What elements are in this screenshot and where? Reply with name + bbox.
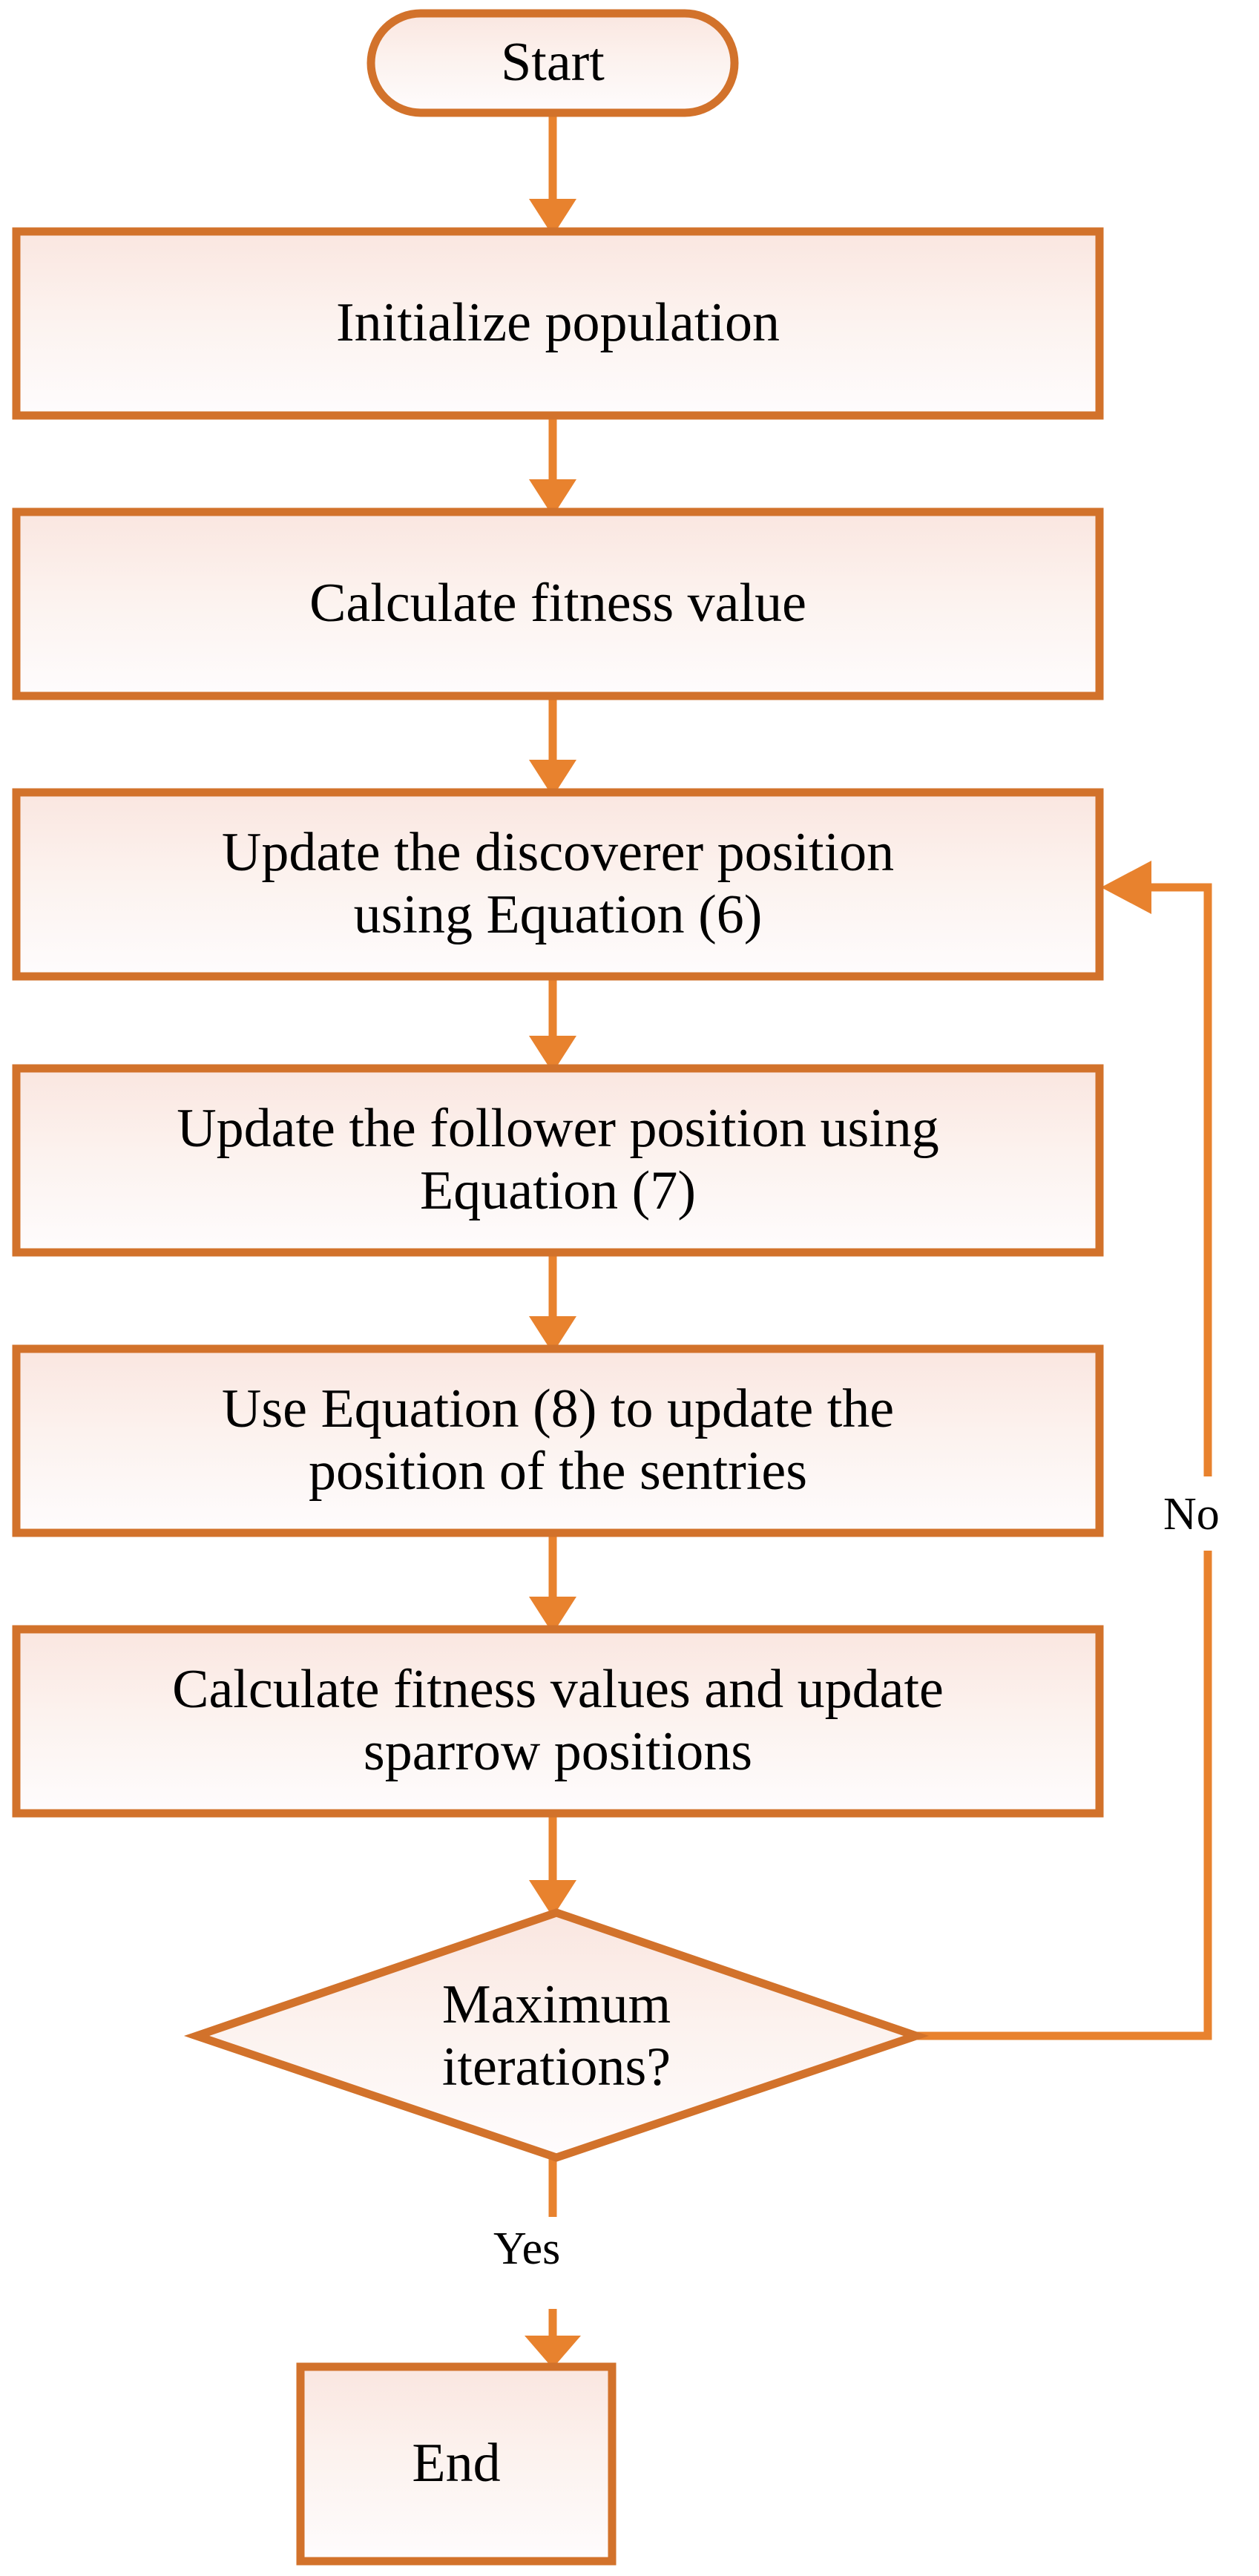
node-end[interactable] — [296, 2362, 617, 2566]
edge-discoverer-to-follower — [529, 976, 576, 1073]
edge-label-no: No — [1163, 1489, 1220, 1540]
node-calculate-fitness-value[interactable] — [12, 507, 1104, 700]
edge-sentries-to-calcupdate — [529, 1533, 576, 1634]
node-start[interactable] — [366, 9, 739, 117]
node-calculate-and-update-sparrows[interactable] — [12, 1625, 1104, 1818]
edge-calcupdate-to-decision — [529, 1813, 576, 1917]
node-update-discoverer-position[interactable] — [12, 788, 1104, 981]
edge-start-to-init — [529, 113, 576, 236]
node-update-sentries-position[interactable] — [12, 1344, 1104, 1537]
edge-calc-to-discoverer — [529, 696, 576, 797]
edge-label-yes: Yes — [493, 2224, 561, 2274]
edge-follower-to-sentries — [529, 1252, 576, 1353]
node-layer — [12, 9, 1104, 2566]
edge-decision-to-end — [525, 2158, 581, 2368]
edge-layer: End --> back to Update discoverer (feedb… — [525, 113, 1212, 2368]
edge-decision-loopback-no — [916, 861, 1212, 2040]
edge-init-to-calc — [529, 415, 576, 516]
node-maximum-iterations-decision[interactable] — [183, 1908, 930, 2162]
node-initialize-population[interactable] — [12, 227, 1104, 420]
node-update-follower-position[interactable] — [12, 1064, 1104, 1257]
